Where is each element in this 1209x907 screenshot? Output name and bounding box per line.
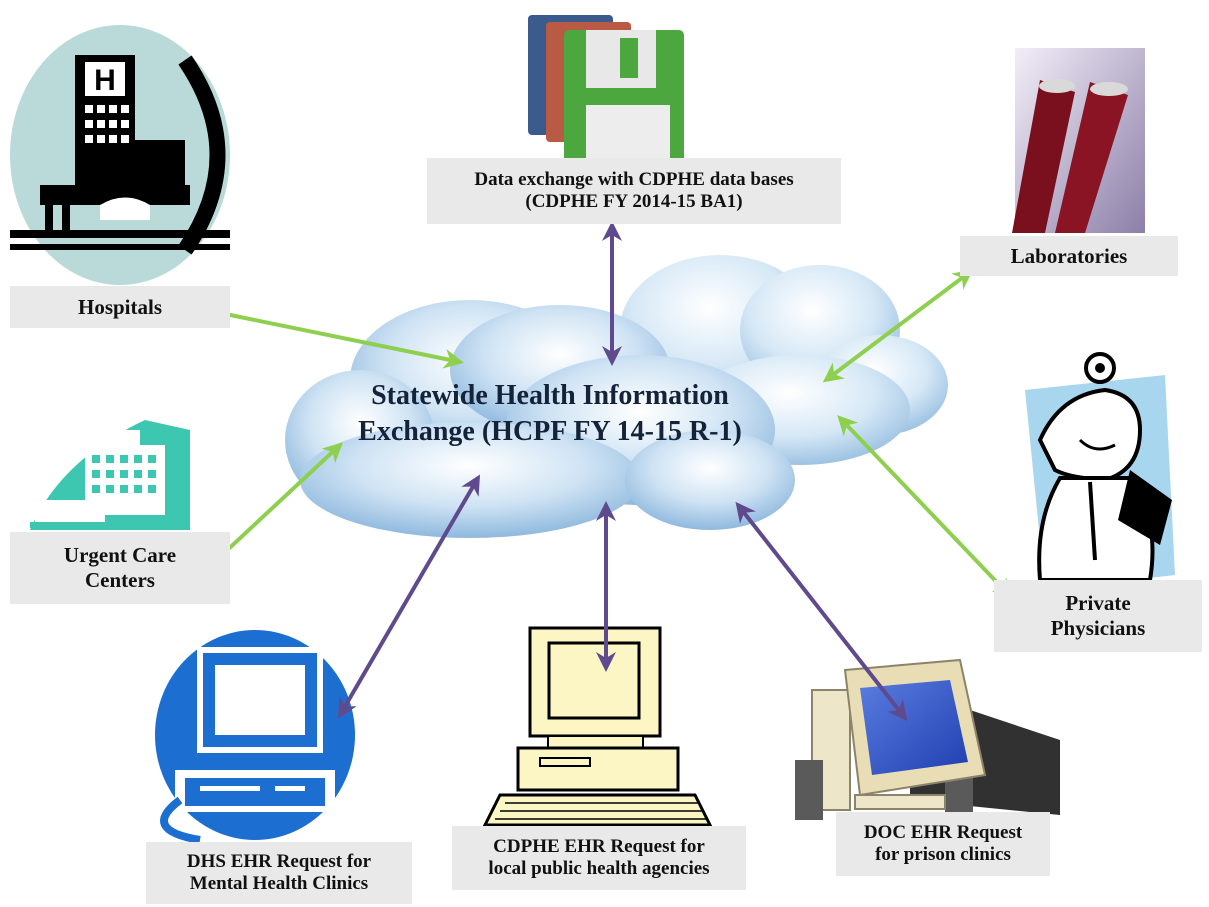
center-node-title: Statewide Health Information Exchange (H… [300, 378, 800, 451]
blood-test-tubes-icon [1012, 48, 1145, 233]
label-data-exchange-line2: (CDPHE FY 2014-15 BA1) [525, 191, 743, 212]
floppy-disk-stack-icon [528, 15, 684, 172]
arrow-urgent-care [205, 442, 343, 571]
blue-computer-icon [155, 630, 355, 844]
label-hospitals-line1: Hospitals [77, 294, 163, 319]
beige-computer-icon [482, 626, 713, 827]
label-laboratories: Laboratories [960, 236, 1178, 276]
label-dhs-line1: DHS EHR Request for [186, 850, 372, 872]
label-doc-line1: DOC EHR Request [863, 821, 1023, 843]
label-dhs-line2: Mental Health Clinics [189, 873, 369, 894]
arrow-doc [735, 501, 908, 722]
label-hospitals: Hospitals [10, 286, 230, 328]
center-title-line2: Exchange (HCPF FY 14-15 R-1) [358, 416, 742, 448]
hospital-building-icon: H [10, 25, 230, 285]
label-private-physicians: Private Physicians [994, 580, 1202, 652]
arrow-private-physicians [837, 415, 1013, 599]
arrow-laboratories [822, 269, 974, 383]
arrow-hospitals [192, 301, 464, 369]
label-urgent-care: Urgent Care Centers [10, 532, 230, 604]
label-private-physicians-line2: Physicians [1050, 616, 1146, 640]
label-doc-line2: for prison clinics [875, 844, 1011, 865]
label-urgent-care-line1: Urgent Care [63, 543, 177, 568]
label-cdphe: CDPHE EHR Request for local public healt… [452, 826, 746, 890]
urgent-care-building-icon [30, 420, 190, 530]
label-private-physicians-line1: Private [1065, 591, 1131, 616]
label-data-exchange-line1: Data exchange with CDPHE data bases [474, 168, 794, 190]
label-doc: DOC EHR Request for prison clinics [836, 812, 1050, 876]
connector-arrows [192, 221, 1013, 722]
label-cdphe-line2: local public health agencies [488, 858, 710, 879]
desktop-computer-with-speakers-icon [795, 658, 1060, 830]
arrow-dhs [337, 474, 481, 719]
center-title-line1: Statewide Health Information [371, 380, 729, 411]
label-urgent-care-line2: Centers [85, 568, 155, 592]
label-cdphe-line1: CDPHE EHR Request for [493, 835, 705, 857]
doctor-cartoon-icon [1025, 352, 1175, 590]
label-laboratories-line1: Laboratories [1010, 243, 1128, 268]
hospital-letter: H [94, 64, 116, 97]
label-dhs: DHS EHR Request for Mental Health Clinic… [146, 842, 412, 904]
label-data-exchange: Data exchange with CDPHE data bases (CDP… [427, 158, 841, 224]
